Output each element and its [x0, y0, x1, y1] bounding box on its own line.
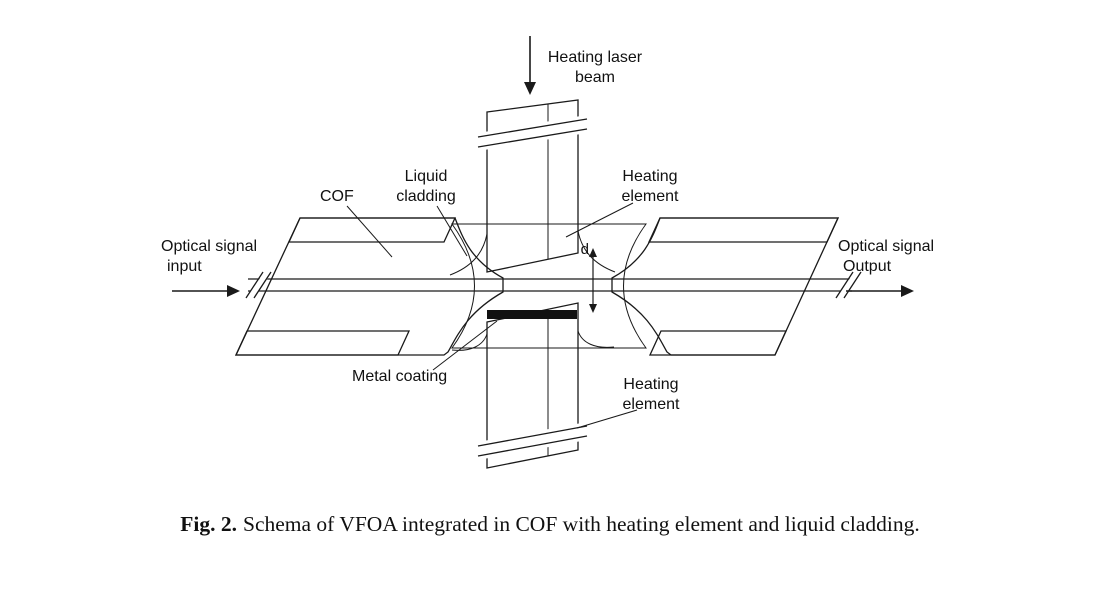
break-mark-fiber-right-2 [843, 271, 862, 299]
heating-element-top-shape [477, 99, 588, 273]
liquid-cladding-leader-line [436, 205, 468, 257]
laser-arrowhead [524, 82, 536, 95]
liquid-cladding-label-line2: cladding [396, 188, 456, 205]
metal-coating-leader-line [432, 320, 498, 371]
metal-coating-right-bottom [648, 330, 788, 356]
break-mark-fiber-left [244, 270, 274, 300]
break-mark-fiber-right [834, 270, 864, 300]
input-arrowhead [227, 285, 240, 297]
break-mark-fiber-right-1 [835, 271, 854, 299]
fiber-left-body [234, 217, 504, 356]
gap-dimension-arrow [589, 248, 597, 313]
break-mark-heating-bottom-2 [477, 435, 588, 457]
break-mask-fiber-right [834, 270, 864, 300]
heating-top-leader-line [565, 202, 634, 238]
heating-laser-label-line1: Heating laser [548, 49, 643, 66]
metal-coating-label: Metal coating [352, 368, 447, 385]
laser-arrow [524, 36, 536, 95]
metal-coating-right-top [647, 217, 840, 243]
output-arrow [846, 285, 914, 297]
metal-coating-left-top [287, 217, 457, 243]
figure-caption: Fig. 2.Schema of VFOA integrated in COF … [0, 512, 1100, 537]
gap-dimension-label: d [581, 241, 589, 258]
break-mark-heating-bottom-1 [477, 425, 588, 447]
heating-element-top-label-line2: element [622, 188, 679, 205]
optical-input-label-line1: Optical signal [161, 238, 257, 255]
heating-laser-label-line2: beam [575, 69, 615, 86]
optical-output-label-line2: Output [843, 258, 892, 275]
optical-input-label-line2: input [167, 258, 202, 275]
break-mark-heating-top-1 [477, 118, 588, 138]
cof-label: COF [320, 188, 354, 205]
heating-element-top-label-line1: Heating [622, 168, 677, 185]
fiber-right-body [611, 217, 840, 356]
metal-coating-left-bottom [234, 330, 411, 356]
liquid-cladding-region [451, 223, 647, 349]
figure-caption-text: Schema of VFOA integrated in COF with he… [242, 512, 920, 536]
output-arrowhead [901, 285, 914, 297]
gap-arrowhead-up [589, 248, 597, 257]
break-mark-fiber-left-2 [253, 271, 272, 299]
heating-element-bottom-label-line2: element [623, 396, 680, 413]
figure-caption-number: Fig. 2. [180, 512, 237, 536]
figure-diagram: Heating laser beam Optical signal input … [161, 36, 934, 469]
liquid-cladding-label-line1: Liquid [405, 168, 448, 185]
break-mask-heating-top [478, 115, 587, 151]
metal-coating-bar [487, 310, 577, 319]
meniscus-curve-bottom-left [451, 333, 488, 351]
optical-output-label-line1: Optical signal [838, 238, 934, 255]
meniscus-curve-top-left [449, 233, 488, 276]
cof-leader-line [346, 205, 393, 258]
input-arrow [172, 285, 240, 297]
heating-bottom-leader-line [576, 409, 638, 429]
meniscus-curve-bottom-right [577, 330, 615, 348]
break-mark-fiber-left-1 [245, 271, 264, 299]
break-mark-heating-top-2 [477, 128, 588, 148]
gap-arrowhead-down [589, 304, 597, 313]
heating-element-bottom-label-line1: Heating [623, 376, 678, 393]
heating-element-bottom-shape [477, 302, 588, 469]
break-mask-heating-bottom [478, 422, 587, 460]
break-mask-fiber-left [244, 270, 274, 300]
